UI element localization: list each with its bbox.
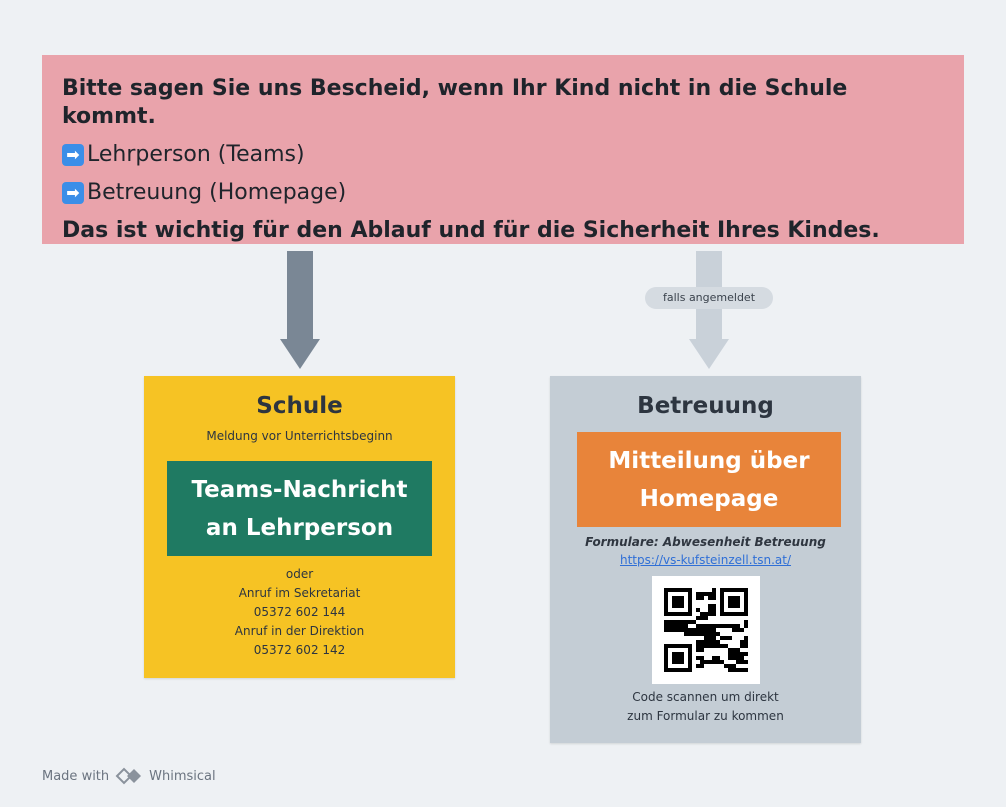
banner-item-homepage: ➡ Betreuung (Homepage) [62,179,944,207]
box-line: Mitteilung über [608,447,810,474]
contact-line: Anruf in der Direktion [234,624,365,638]
card-title: Schule [256,393,343,419]
banner-item-label: Betreuung (Homepage) [87,180,347,205]
schule-card: Schule Meldung vor Unterrichtsbeginn Tea… [144,376,455,678]
card-title: Betreuung [637,393,774,419]
box-line: Teams-Nachricht [191,476,408,503]
banner-item-teams: ➡ Lehrperson (Teams) [62,141,944,169]
box-line: an Lehrperson [205,514,394,541]
arrow-head [689,339,729,369]
scan-line: zum Formular zu kommen [627,709,784,723]
footer: Made with Whimsical [42,767,216,785]
info-banner: Bitte sagen Sie uns Bescheid, wenn Ihr K… [42,55,964,244]
banner-heading: Bitte sagen Sie uns Bescheid, wenn Ihr K… [62,76,848,129]
brand-name[interactable]: Whimsical [149,768,216,784]
scan-line: Code scannen um direkt [632,690,779,704]
contact-line: Anruf im Sekretariat [238,586,361,600]
made-with-label: Made with [42,768,110,784]
qr-code-icon [664,588,748,672]
qr-code [652,576,760,684]
teams-message-box: Teams-Nachricht an Lehrperson [167,461,432,556]
whimsical-logo-icon [115,767,142,785]
arrow-head [280,339,320,369]
arrow-to-schule [280,251,320,369]
arrow-to-betreuung [689,251,729,369]
scan-instructions: Code scannen um direkt zum Formular zu k… [550,688,861,726]
contact-info: oder Anruf im Sekretariat 05372 602 144 … [144,565,455,660]
betreuung-card: Betreuung Mitteilung über Homepage Formu… [550,376,861,743]
right-arrow-icon: ➡ [62,144,84,166]
homepage-message-box: Mitteilung über Homepage [577,432,841,527]
box-line: Homepage [639,485,779,512]
contact-line: 05372 602 144 [253,605,346,619]
contact-line: 05372 602 142 [253,643,346,657]
right-arrow-icon: ➡ [62,182,84,204]
card-subtitle: Meldung vor Unterrichtsbeginn [206,429,393,443]
contact-line: oder [285,567,314,581]
banner-item-label: Lehrperson (Teams) [87,142,305,167]
connector-label: falls angemeldet [645,287,773,309]
forms-label: Formulare: Abwesenheit Betreuung [585,535,826,549]
banner-footer: Das ist wichtig für den Ablauf und für d… [62,218,880,243]
arrow-shaft [287,251,313,339]
homepage-link[interactable]: https://vs-kufsteinzell.tsn.at/ [619,553,792,567]
